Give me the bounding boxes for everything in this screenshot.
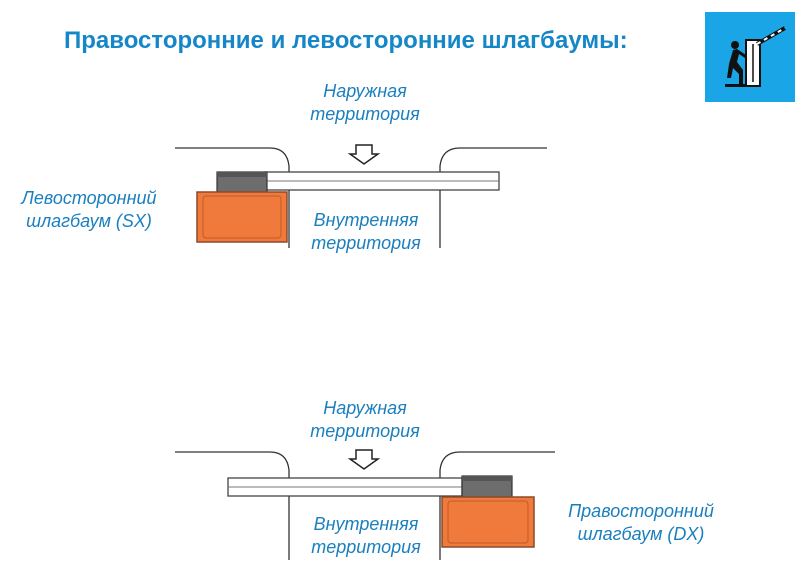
outer-territory-label-bottom: Наружная территория <box>310 398 420 441</box>
diagram-left-handed <box>175 144 547 248</box>
diagram-right-handed <box>175 449 555 560</box>
barrier-housing <box>196 191 288 243</box>
page-title: Правосторонние и левосторонние шлагбаумы… <box>64 27 628 54</box>
road-edge-left <box>175 147 290 248</box>
direction-arrow-icon <box>347 144 381 165</box>
direction-arrow-icon <box>347 449 381 470</box>
inner-territory-label-bottom: Внутренняя территория <box>311 514 421 557</box>
barrier-housing <box>441 496 535 548</box>
right-barrier-label: Правосторонний шлагбаум (DX) <box>568 501 714 544</box>
road-edge-left <box>175 451 290 560</box>
left-barrier-label: Левосторонний шлагбаум (SX) <box>21 188 157 231</box>
road-edge-right <box>439 451 555 560</box>
barrier-operator-icon <box>705 12 795 102</box>
road-edge-right <box>439 147 547 248</box>
outer-territory-label-top: Наружная территория <box>310 81 420 124</box>
inner-territory-label-top: Внутренняя территория <box>311 210 421 253</box>
